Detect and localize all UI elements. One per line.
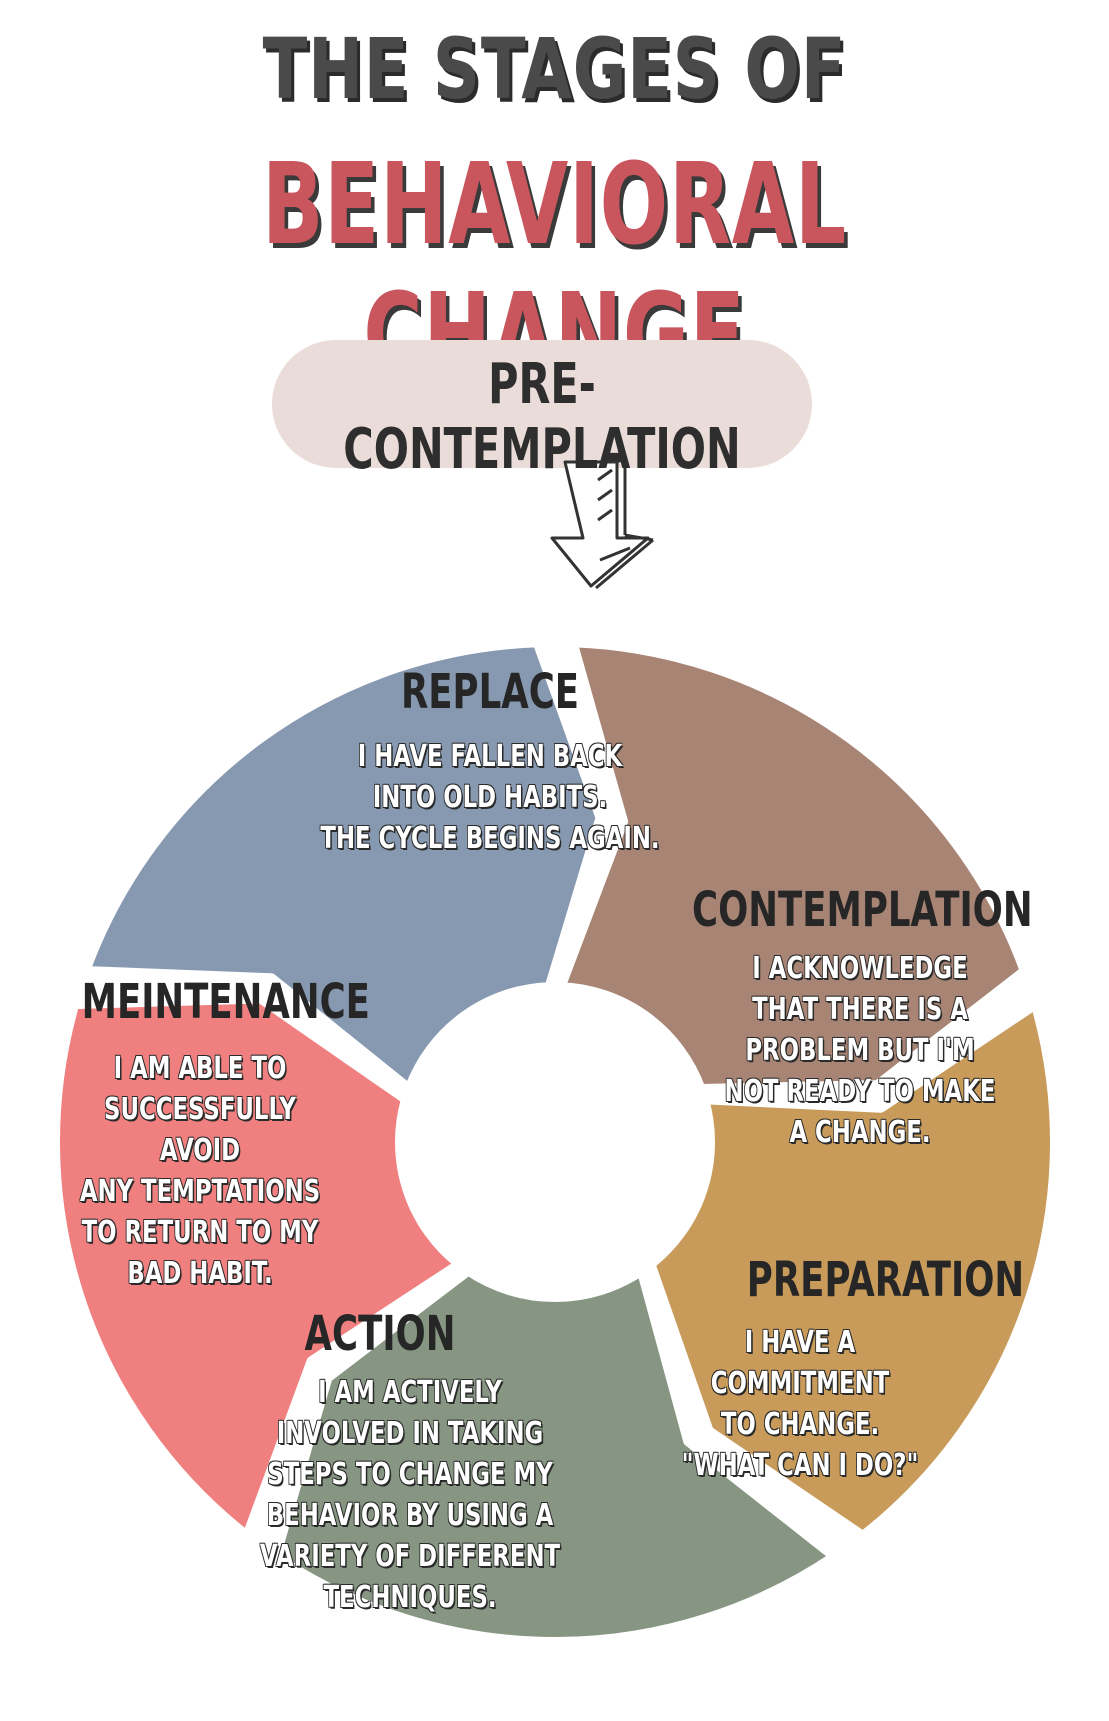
stage-desc-action: I AM ACTIVELY INVOLVED IN TAKING STEPS T… <box>259 1375 561 1615</box>
cycle-segment-contemplation <box>555 637 1030 1094</box>
stage-desc-contemplation: I ACKNOWLEDGE THAT THERE IS A PROBLEM BU… <box>724 951 996 1150</box>
pre-contemplation-label: PRE-CONTEMPLATION <box>343 352 741 482</box>
stage-title-contemplation: CONTEMPLATION <box>692 882 1033 938</box>
stage-desc-preparation: I HAVE A COMMITMENT TO CHANGE. "WHAT CAN… <box>681 1325 919 1483</box>
stage-title-replace: REPLACE <box>400 664 580 720</box>
cycle-segment-preparation <box>645 999 1060 1542</box>
title-line-1: THE STAGES OF <box>262 20 847 118</box>
cycle-segment-maintenance <box>50 993 465 1542</box>
cycle-segment-action <box>270 1265 840 1648</box>
arrow-down-icon <box>550 456 654 590</box>
stage-desc-replace: I HAVE FALLEN BACK INTO OLD HABITS. THE … <box>320 739 660 856</box>
stage-title-maintenance: MEINTENANCE <box>81 974 370 1030</box>
stage-title-preparation: PREPARATION <box>746 1252 1025 1308</box>
cycle-center <box>402 989 708 1295</box>
stage-title-action: ACTION <box>304 1306 456 1362</box>
pre-contemplation-pill <box>272 340 812 468</box>
cycle-segment-replace <box>80 637 606 1094</box>
stage-desc-maintenance: I AM ABLE TO SUCCESSFULLY AVOID ANY TEMP… <box>79 1051 321 1291</box>
